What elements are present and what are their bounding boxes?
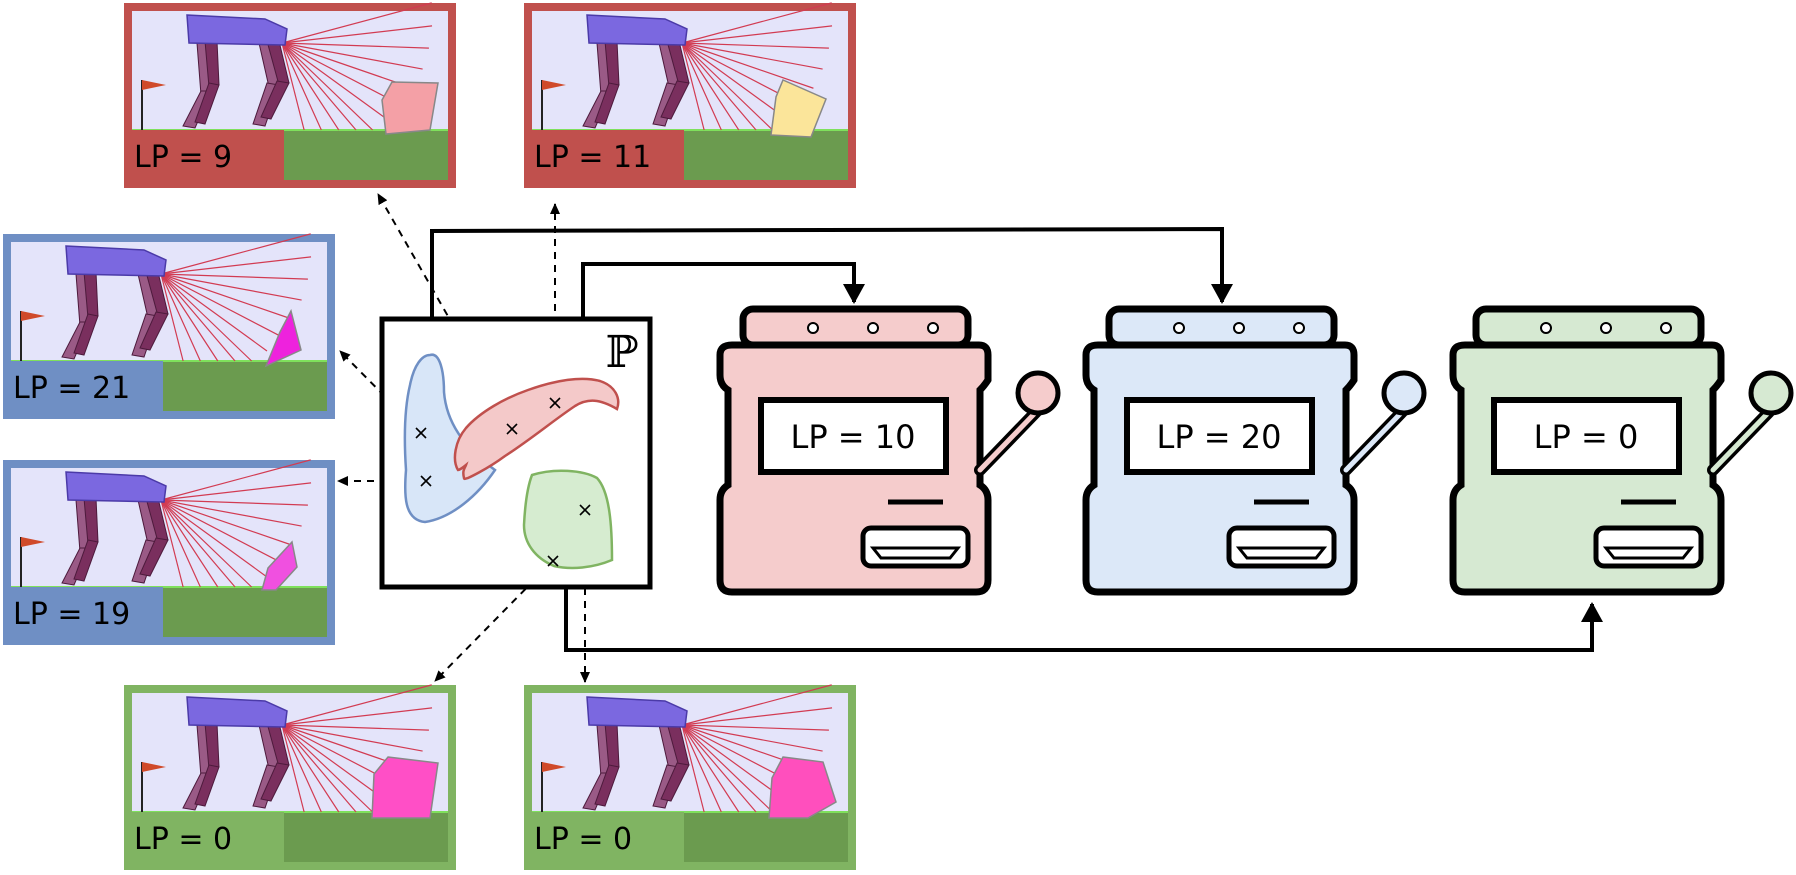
lp-label: LP = 0 — [534, 822, 632, 857]
region-to-machine-blue-arrow — [430, 226, 1233, 356]
environment-panel-red: LP = 11 — [524, 2, 856, 188]
environment-panel-green: LP = 0 — [124, 684, 456, 870]
parameter-space: ℙ — [379, 316, 653, 590]
robot-icon — [582, 2, 833, 131]
environment-panel-red: LP = 9 — [124, 2, 456, 188]
region-to-machine-green-arrow — [564, 572, 1603, 652]
terrain-object — [264, 308, 302, 368]
lp-label-box — [524, 130, 684, 188]
sample-mark-blue-2 — [420, 475, 432, 487]
slot-machine-icon — [1449, 305, 1794, 596]
sample-mark-red-1 — [506, 423, 518, 435]
lp-label-box — [124, 130, 284, 188]
environment-panels: LP = 9 LP = 11 LP = 21 LP = 19 LP = 0 LP = 0 — [3, 2, 856, 870]
robot-icon — [61, 233, 312, 362]
robot-icon — [61, 459, 312, 588]
machine-lp-label: LP = 10 — [791, 418, 916, 456]
parameter-space-label: ℙ — [605, 327, 638, 378]
terrain-object — [261, 540, 298, 591]
robot-icon — [182, 2, 433, 131]
terrain-object — [381, 81, 439, 135]
machine-green: LP = 0 — [1449, 305, 1794, 596]
lp-label: LP = 21 — [13, 371, 130, 406]
lp-label: LP = 19 — [13, 597, 130, 632]
robot-icon — [182, 684, 433, 813]
green-region — [522, 469, 614, 570]
red-region — [453, 377, 620, 481]
lp-label: LP = 9 — [134, 140, 232, 175]
sample-marks — [415, 397, 591, 567]
machine-lp-label: LP = 20 — [1157, 418, 1282, 456]
terrain-object — [768, 756, 837, 819]
slot-machine-icon — [716, 305, 1061, 596]
environment-panel-blue: LP = 21 — [3, 233, 335, 419]
sample-mark-blue-1 — [415, 427, 427, 439]
flag-icon — [20, 311, 45, 361]
flag-icon — [20, 537, 45, 587]
terrain-object — [770, 79, 827, 138]
lp-label-box — [3, 587, 163, 645]
slot-machines: LP = 10 LP = 20 LP = 0 — [716, 305, 1794, 596]
lp-label-box — [124, 812, 284, 870]
flag-icon — [541, 80, 566, 130]
sample-mark-green-1 — [547, 555, 559, 567]
sample-mark-green-2 — [579, 504, 591, 516]
sample-mark-red-2 — [549, 397, 561, 409]
terrain-object — [371, 756, 439, 819]
lp-label: LP = 0 — [134, 822, 232, 857]
robot-icon — [582, 684, 833, 813]
environment-panel-green: LP = 0 — [524, 684, 856, 870]
lp-label-box — [3, 361, 163, 419]
environment-panel-blue: LP = 19 — [3, 459, 335, 645]
slot-machine-icon — [1082, 305, 1427, 596]
flag-icon — [141, 80, 166, 130]
lp-label-box — [524, 812, 684, 870]
flag-icon — [541, 762, 566, 812]
machine-blue: LP = 20 — [1082, 305, 1427, 596]
machine-lp-label: LP = 0 — [1534, 418, 1639, 456]
flag-icon — [141, 762, 166, 812]
lp-label: LP = 11 — [534, 140, 651, 175]
machine-red: LP = 10 — [716, 305, 1061, 596]
